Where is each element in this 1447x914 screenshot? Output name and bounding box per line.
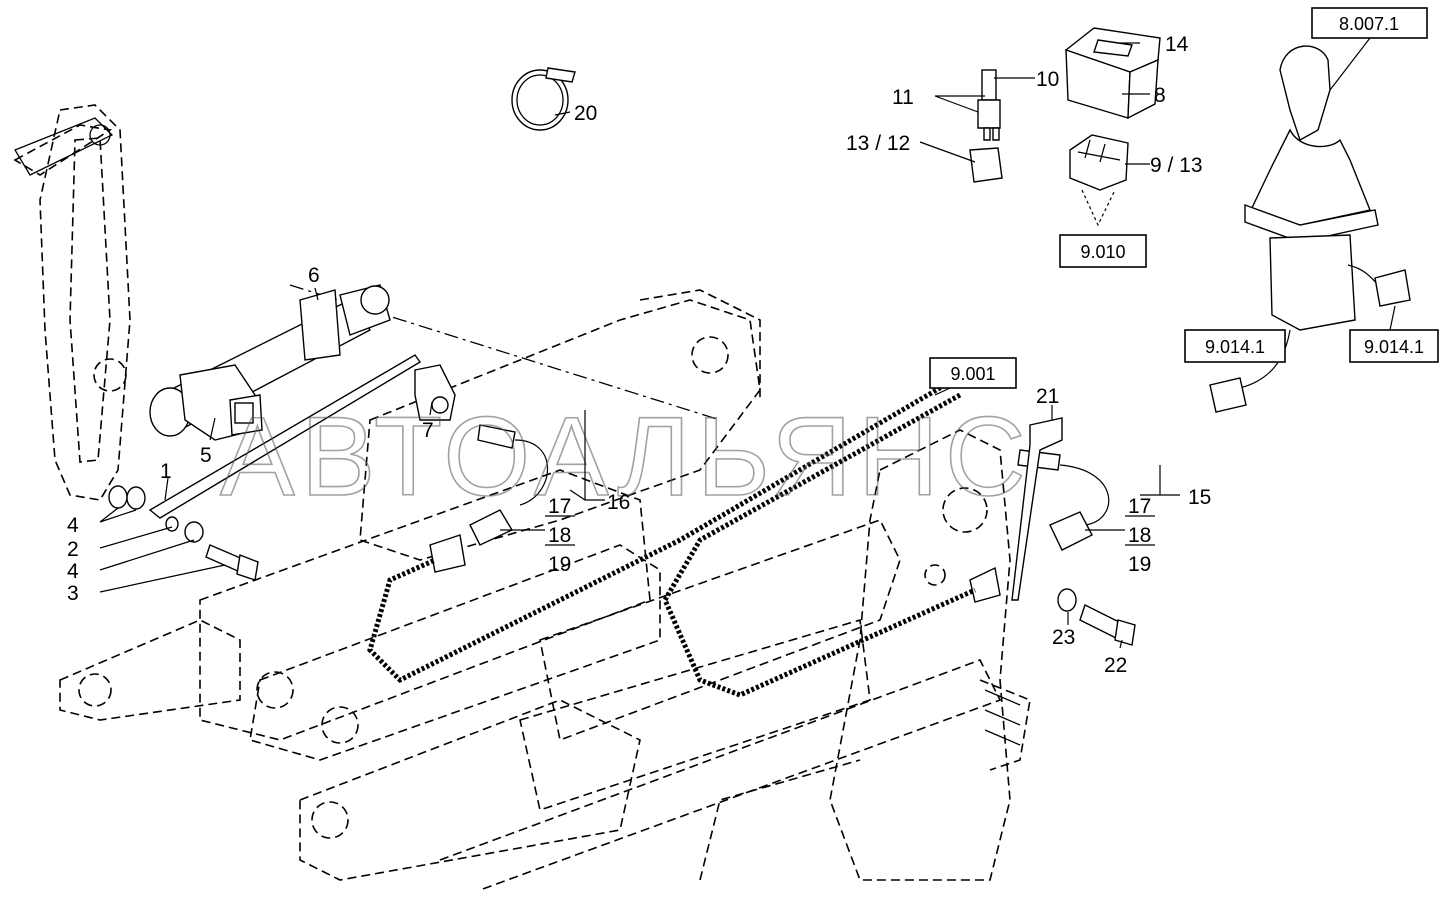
callout-13-12: 13 / 12 <box>846 132 910 155</box>
callout-23: 23 <box>1052 626 1075 649</box>
svg-text:9.014.1: 9.014.1 <box>1205 337 1265 357</box>
callout-9-13: 9 / 13 <box>1150 154 1203 177</box>
callout-6: 6 <box>308 264 320 287</box>
svg-text:8.007.1: 8.007.1 <box>1339 14 1399 34</box>
callout-1: 1 <box>160 460 172 483</box>
svg-text:9.010: 9.010 <box>1080 242 1125 262</box>
loader-frame <box>13 104 1031 891</box>
callout-16: 16 <box>607 491 630 514</box>
reference-9014-right[interactable]: 9.014.1 <box>1349 329 1439 363</box>
leader-lines <box>99 37 1396 649</box>
callout-4b: 4 <box>67 560 79 583</box>
callout-17-right: 17 <box>1128 495 1151 518</box>
sensor-left <box>429 424 549 573</box>
hydraulic-cylinder <box>149 284 391 441</box>
callout-19-right: 19 <box>1128 553 1151 576</box>
reference-9001[interactable]: 9.001 <box>929 357 1017 389</box>
callout-11: 11 <box>892 86 914 109</box>
callout-14: 14 <box>1165 33 1189 56</box>
callout-2: 2 <box>67 538 79 561</box>
rocker-switch <box>1064 27 1161 120</box>
reference-9014-left[interactable]: 9.014.1 <box>1184 329 1286 363</box>
rod <box>148 354 422 519</box>
cable-tie <box>511 67 576 131</box>
callout-18-left: 18 <box>548 524 571 547</box>
reference-9010[interactable]: 9.010 <box>1059 234 1147 268</box>
svg-text:9.014.1: 9.014.1 <box>1364 337 1424 357</box>
watermark: АВТОАЛЬЯНС <box>220 394 1032 519</box>
wiring-harness <box>367 382 977 698</box>
callout-18-right: 18 <box>1128 524 1151 547</box>
fasteners-left <box>108 485 259 581</box>
switch-connector <box>1069 134 1129 191</box>
callout-22: 22 <box>1104 654 1127 677</box>
reference-8007[interactable]: 8.007.1 <box>1311 7 1428 39</box>
callout-5: 5 <box>200 444 212 467</box>
callout-8: 8 <box>1154 84 1166 107</box>
callout-20: 20 <box>574 102 597 125</box>
callouts: 1 2 3 4 4 5 6 7 8 10 11 13 / 12 14 15 16… <box>67 33 1211 677</box>
callout-3: 3 <box>67 582 79 605</box>
svg-text:9.001: 9.001 <box>950 364 995 384</box>
joystick <box>1209 45 1411 413</box>
callout-4a: 4 <box>67 514 79 537</box>
callout-19-left: 19 <box>548 553 571 576</box>
fuse-holder <box>969 147 1003 183</box>
plate <box>1011 417 1063 601</box>
fuse <box>977 69 1001 141</box>
callout-21: 21 <box>1036 385 1059 408</box>
callout-17-left: 17 <box>548 495 571 518</box>
washer <box>1057 588 1077 612</box>
callout-15: 15 <box>1188 486 1211 509</box>
callout-10: 10 <box>1036 68 1059 91</box>
callout-7: 7 <box>422 419 434 442</box>
